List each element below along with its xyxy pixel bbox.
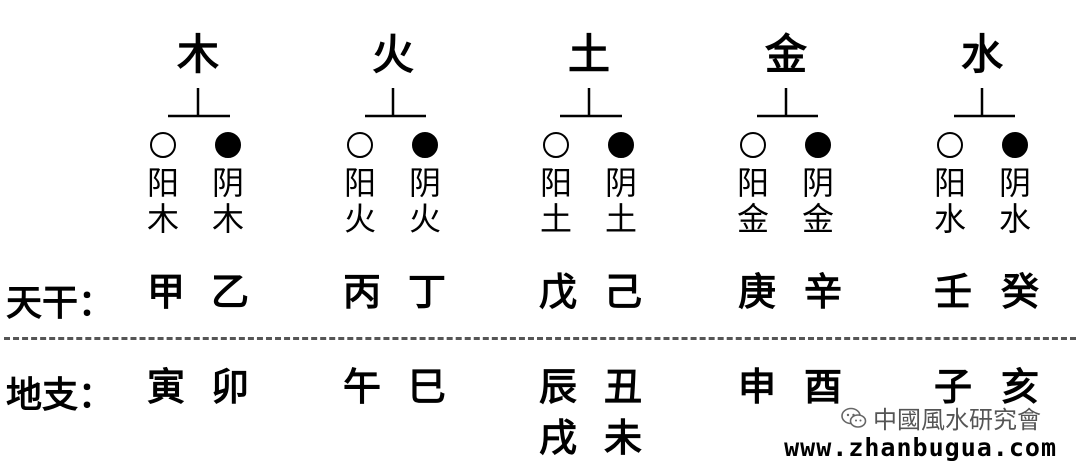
earthly-branch: 午 xyxy=(342,364,382,409)
heavenly-stem: 辛 xyxy=(803,269,843,314)
earthly-branch: 辰 xyxy=(538,364,578,409)
yin-element-label: 火 xyxy=(408,200,442,238)
heavenly-stem: 己 xyxy=(603,269,643,314)
earthly-branch: 寅 xyxy=(146,364,186,409)
earthly-branch: 酉 xyxy=(803,364,843,409)
yin-label: 阴 xyxy=(211,164,245,202)
earthly-branch: 丑 xyxy=(603,364,643,409)
element-title-water: 水 xyxy=(960,30,1004,79)
earthly-branch: 亥 xyxy=(1000,364,1040,409)
earthly-branches-label: 地支： xyxy=(6,375,115,416)
yang-circle-icon xyxy=(543,132,569,158)
heavenly-stem: 庚 xyxy=(737,269,777,314)
yang-element-label: 水 xyxy=(933,200,967,238)
element-title-fire: 火 xyxy=(371,30,415,79)
earthly-branch: 申 xyxy=(737,364,777,409)
element-title-wood: 木 xyxy=(176,30,220,79)
yin-circle-icon xyxy=(215,132,241,158)
wechat-icon xyxy=(841,407,867,428)
yang-circle-icon xyxy=(740,132,766,158)
heavenly-stem: 丁 xyxy=(407,269,447,314)
yin-label: 阴 xyxy=(998,164,1032,202)
yang-circle-icon xyxy=(347,132,373,158)
earthly-branch: 未 xyxy=(603,415,643,460)
element-title-metal: 金 xyxy=(764,30,808,79)
yang-element-label: 火 xyxy=(343,200,377,238)
watermark: 中國風水研究會 xyxy=(841,400,1041,435)
element-title-earth: 土 xyxy=(567,30,611,79)
heavenly-stem: 乙 xyxy=(210,269,250,314)
heavenly-stem: 丙 xyxy=(342,269,382,314)
heavenly-stem: 甲 xyxy=(146,269,186,314)
yang-label: 阳 xyxy=(539,164,573,202)
yin-element-label: 水 xyxy=(998,200,1032,238)
heavenly-stem: 癸 xyxy=(1000,269,1040,314)
watermark-text: 中國風水研究會 xyxy=(873,406,1041,434)
yin-label: 阴 xyxy=(801,164,835,202)
yin-element-label: 土 xyxy=(604,200,638,238)
yang-label: 阳 xyxy=(343,164,377,202)
yang-label: 阳 xyxy=(933,164,967,202)
dashed-divider xyxy=(4,337,1076,340)
yang-element-label: 木 xyxy=(146,200,180,238)
yang-label: 阳 xyxy=(146,164,180,202)
heavenly-stem: 壬 xyxy=(933,269,973,314)
earthly-branch: 子 xyxy=(933,364,973,409)
yin-element-label: 木 xyxy=(211,200,245,238)
yin-label: 阴 xyxy=(408,164,442,202)
earthly-branch: 巳 xyxy=(407,364,447,409)
yang-circle-icon xyxy=(937,132,963,158)
yang-element-label: 土 xyxy=(539,200,573,238)
yin-circle-icon xyxy=(608,132,634,158)
yang-element-label: 金 xyxy=(736,200,770,238)
yin-circle-icon xyxy=(805,132,831,158)
heavenly-stem: 戊 xyxy=(538,269,578,314)
yin-label: 阴 xyxy=(604,164,638,202)
heavenly-stems-label: 天干： xyxy=(6,283,115,324)
yang-label: 阳 xyxy=(736,164,770,202)
earthly-branch: 卯 xyxy=(210,364,250,409)
earthly-branch: 戌 xyxy=(538,415,578,460)
yang-circle-icon xyxy=(150,132,176,158)
yin-circle-icon xyxy=(1002,132,1028,158)
yin-element-label: 金 xyxy=(801,200,835,238)
yin-circle-icon xyxy=(412,132,438,158)
site-url: www.zhanbugua.com xyxy=(784,433,1057,462)
